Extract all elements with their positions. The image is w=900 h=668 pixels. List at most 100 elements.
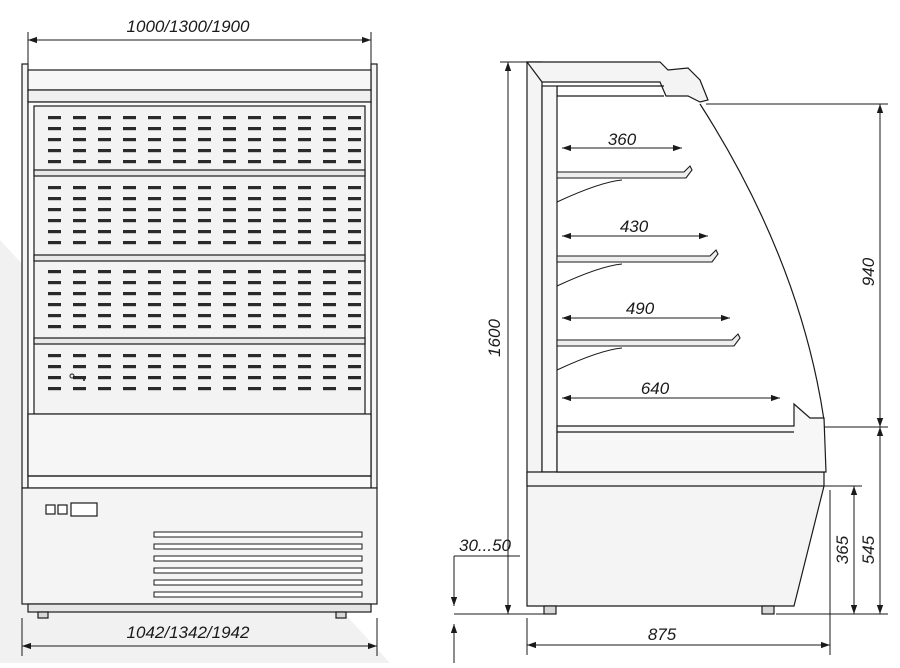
perforation-slot <box>323 325 336 329</box>
perforation-slot <box>223 281 236 285</box>
perforation-slot <box>123 354 136 358</box>
perforation-slot <box>73 292 86 296</box>
perforation-slot <box>198 138 211 142</box>
perforation-slot <box>98 281 111 285</box>
perforation-slot <box>223 208 236 212</box>
perforation-slot <box>348 376 361 380</box>
side-shelves <box>556 144 780 402</box>
perforation-slot <box>73 376 86 380</box>
perforation-slot <box>298 354 311 358</box>
perforation-slot <box>48 325 61 329</box>
perforation-slot <box>173 138 186 142</box>
perforation-slot <box>123 281 136 285</box>
perforation-slot <box>298 314 311 318</box>
perforation-slot <box>198 292 211 296</box>
perforation-slot <box>173 127 186 131</box>
perforation-slot <box>298 303 311 307</box>
perforation-slot <box>223 197 236 201</box>
perforation-slot <box>173 270 186 274</box>
perforation-slot <box>323 138 336 142</box>
perforation-slot <box>348 208 361 212</box>
perforation-slot <box>348 241 361 245</box>
perforation-slot <box>148 303 161 307</box>
perforation-slot <box>348 270 361 274</box>
perforation-slot <box>123 116 136 120</box>
perforation-slot <box>198 314 211 318</box>
perforation-slot <box>323 208 336 212</box>
perforation-slot <box>148 116 161 120</box>
perforation-slot <box>73 270 86 274</box>
perforation-slot <box>198 376 211 380</box>
perforation-slot <box>98 230 111 234</box>
perforation-slot <box>248 354 261 358</box>
perforation-slot <box>123 303 136 307</box>
grille-louver <box>153 567 363 574</box>
perforation-slot <box>98 241 111 245</box>
side-back-panel <box>541 85 558 473</box>
perforation-slot <box>323 314 336 318</box>
perforation-slot <box>273 149 286 153</box>
perforation-slot <box>248 387 261 391</box>
display-screen <box>70 502 98 517</box>
perforation-slot <box>298 241 311 245</box>
perforation-slot <box>323 365 336 369</box>
perforation-slot <box>98 208 111 212</box>
perforation-slot <box>298 387 311 391</box>
perforation-slot <box>223 241 236 245</box>
front-foot-left <box>37 611 49 619</box>
perforation-slot <box>298 292 311 296</box>
perforation-slot <box>173 387 186 391</box>
perforation-slot <box>173 186 186 190</box>
canopy-strip <box>27 89 372 103</box>
perforation-slot <box>48 149 61 153</box>
perforation-slot <box>298 230 311 234</box>
perforation-slot <box>48 138 61 142</box>
perforation-slot <box>298 270 311 274</box>
perforation-slot <box>48 186 61 190</box>
perforation-slot <box>223 292 236 296</box>
shelf-bracket <box>556 347 623 371</box>
perforation-slot <box>273 270 286 274</box>
side-dimensions <box>450 61 888 663</box>
perforation-slot <box>273 292 286 296</box>
left-post <box>21 63 29 489</box>
front-foot-right <box>335 611 347 619</box>
front-shelf <box>33 337 366 345</box>
perforation-slot <box>148 354 161 358</box>
perforation-slot <box>173 325 186 329</box>
perforation-slot <box>198 208 211 212</box>
side-canopy <box>525 61 709 103</box>
perforation-slot <box>348 325 361 329</box>
perforation-slot <box>198 230 211 234</box>
perforation-slot <box>273 186 286 190</box>
grille-louver <box>153 555 363 562</box>
perforation-slot <box>248 186 261 190</box>
perforation-slot <box>223 376 236 380</box>
thermometer-point <box>83 379 85 381</box>
perforation-slot <box>48 160 61 164</box>
control-panel <box>45 502 98 517</box>
perforation-slot <box>123 270 136 274</box>
perforation-slot <box>48 365 61 369</box>
perforation-slot <box>198 354 211 358</box>
perforation-slot <box>73 365 86 369</box>
perforation-slot <box>248 281 261 285</box>
shelf-bracket <box>556 263 623 287</box>
perforation-slot <box>273 230 286 234</box>
perforation-slot <box>173 281 186 285</box>
perforation-slot <box>98 314 111 318</box>
perforation-slot <box>173 197 186 201</box>
perforation-slots <box>48 116 361 391</box>
perforation-slot <box>223 219 236 223</box>
perforation-slot <box>173 241 186 245</box>
perforation-slot <box>348 354 361 358</box>
perforation-slot <box>98 354 111 358</box>
perforation-slot <box>123 365 136 369</box>
perforation-slot <box>248 365 261 369</box>
perforation-slot <box>123 186 136 190</box>
perforation-slot <box>348 303 361 307</box>
perforation-slot <box>348 138 361 142</box>
perforation-slot <box>298 116 311 120</box>
perforation-slot <box>148 270 161 274</box>
